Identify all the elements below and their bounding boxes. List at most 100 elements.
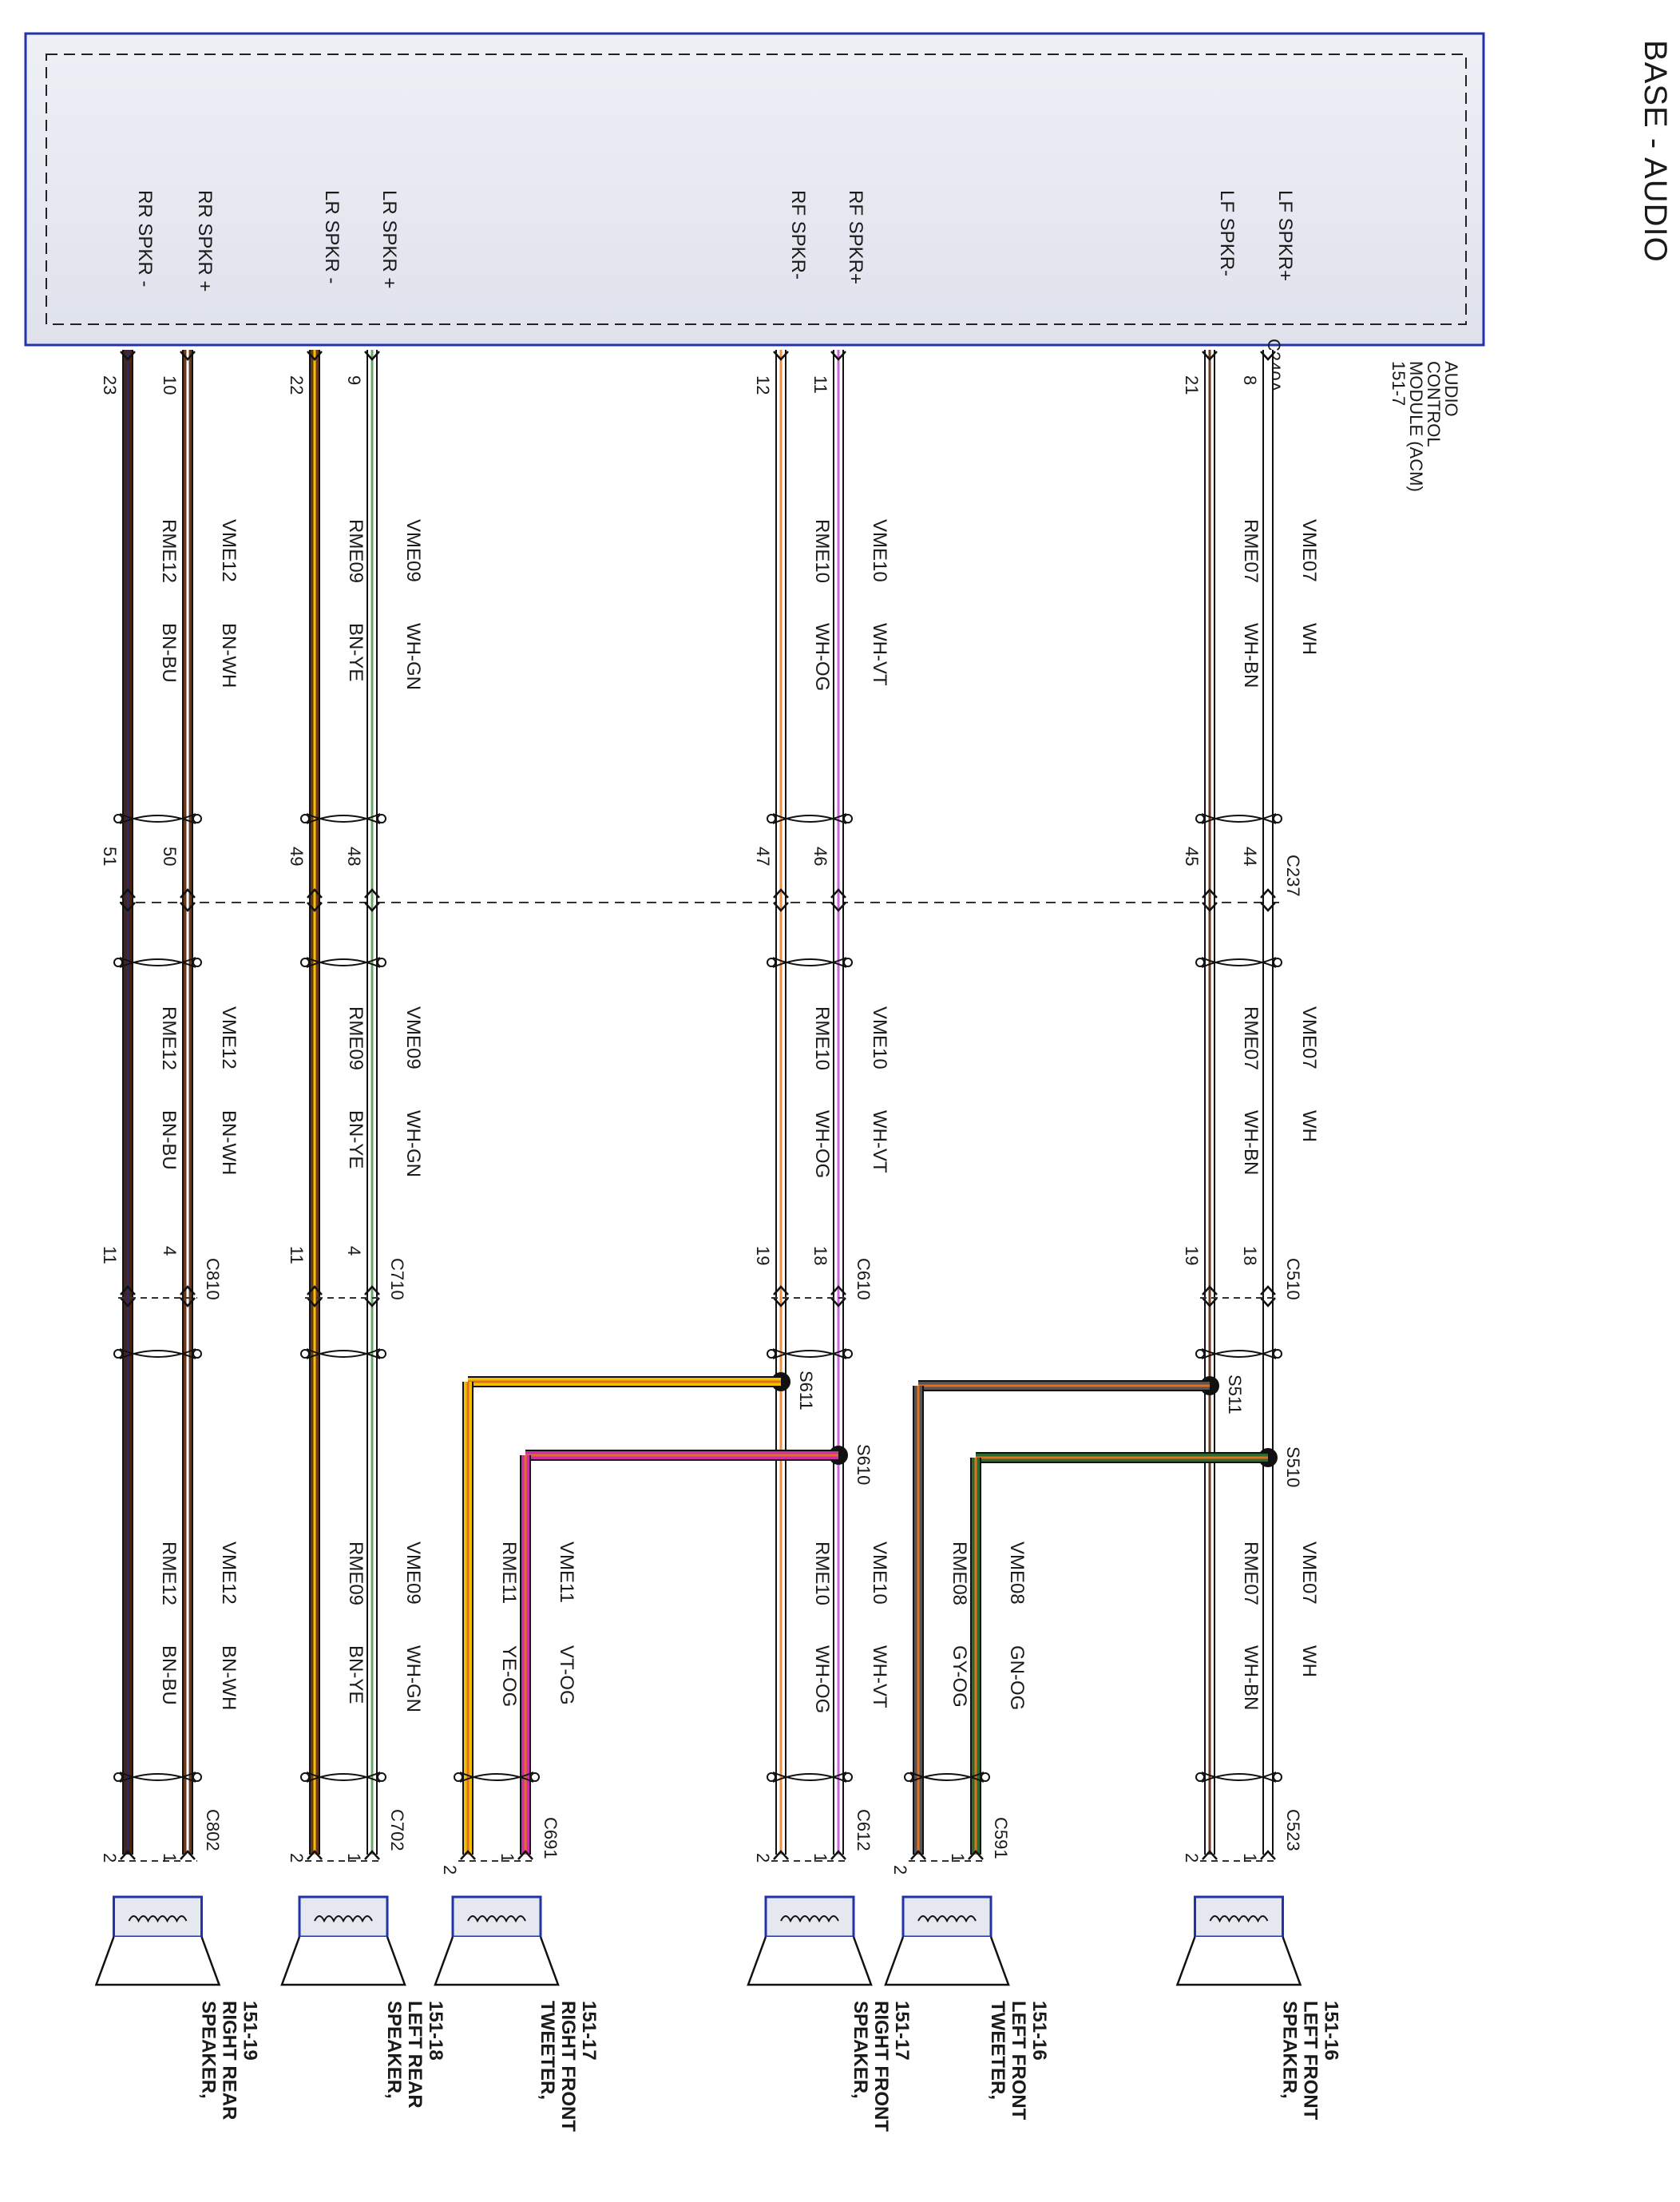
color-code-lf-plus-0: WH	[1298, 623, 1320, 655]
color-code-lf-minus-2: WH-BN	[1240, 1645, 1262, 1710]
twist-top-rr-plus	[113, 813, 202, 824]
tweeter-circuit-plus-tweeter-lf: VME08	[1006, 1541, 1028, 1605]
pin-arrow-conn-a-rf-plus	[830, 1285, 846, 1295]
module-body	[24, 32, 1485, 347]
acm-pin-label-lr-minus: LR SPKR -	[321, 190, 343, 284]
twist-spk-lr-plus-end-b	[377, 1772, 386, 1782]
color-code-rf-minus-1: WH-OG	[811, 1110, 833, 1178]
pin-arrow-acm-lr-plus	[364, 351, 380, 361]
tweeter-rf-coil	[467, 1915, 526, 1923]
circuit-id-rr-plus-1: VME12	[218, 1006, 240, 1069]
acm-pin-number-lf-plus: 8	[1240, 375, 1260, 385]
twist-low-lr-plus-b	[306, 1350, 381, 1359]
speaker-lr-label-line-0: SPEAKER,	[383, 2001, 405, 2099]
twist-top-lr-plus-b	[306, 815, 381, 824]
speaker-lr-label: SPEAKER,LEFT REAR151-18	[383, 2001, 446, 2109]
pin-arrow-c237-b-rr-plus	[180, 902, 196, 912]
color-code-lr-minus-0: BN-YE	[345, 623, 367, 681]
twist-low-lr-plus-end-a	[300, 1349, 310, 1359]
tweeter-rf-housing	[451, 1895, 542, 1938]
twist-spk-lr-plus-end-a	[300, 1772, 310, 1782]
tweeter-rf-label-line-2: 151-17	[578, 2001, 600, 2061]
color-code-lr-plus-2: WH-GN	[402, 1645, 424, 1712]
twist-low-lr-plus	[300, 1348, 386, 1359]
twist-mid-rf-plus-end-b	[843, 958, 853, 967]
speaker-lf-cone	[1175, 1936, 1302, 1986]
twist-spk-lf-plus-end-a	[1195, 1772, 1205, 1782]
twist-low-rr-plus-end-a	[113, 1349, 123, 1359]
twist-top-lr-plus-end-b	[377, 814, 386, 823]
spk-pin-rf-minus: 2	[753, 1853, 773, 1863]
module-label: AUDIO CONTROL MODULE (ACM) 151-7	[1389, 361, 1461, 497]
tweeter-lf-coil	[917, 1915, 977, 1923]
tweeter-rf-symbol	[434, 1895, 560, 1986]
twist-mid-lf-plus	[1195, 957, 1282, 968]
speaker-lr-housing	[298, 1895, 389, 1938]
twist-mid-rr-plus	[113, 957, 202, 968]
twist-low-rf-plus	[767, 1348, 853, 1359]
twist-spk-rr-plus-a	[119, 1772, 196, 1781]
c237-pin-lf-minus: 45	[1182, 847, 1202, 866]
twist-tweeter-lf	[904, 1772, 990, 1783]
acm-pin-number-lf-minus: 21	[1182, 375, 1202, 395]
pin-arrow-acm-rf-plus	[830, 351, 846, 361]
twist-low-lf-plus-b	[1201, 1350, 1277, 1359]
twist-tweeter-rf-end-b	[530, 1772, 540, 1782]
color-code-rr-plus-1: BN-WH	[218, 1110, 240, 1175]
twist-top-rf-plus-b	[772, 815, 847, 824]
color-code-lf-minus-1: WH-BN	[1240, 1110, 1262, 1175]
twist-low-rf-plus-a	[772, 1348, 847, 1358]
twist-mid-lr-plus-end-b	[377, 958, 386, 967]
twist-mid-rf-plus-end-a	[767, 958, 776, 967]
pin-arrow-c237-a-lr-minus	[307, 888, 323, 899]
tweeter-rf-cone	[434, 1936, 560, 1986]
speaker-lf-label-line-1: LEFT FRONT	[1300, 2001, 1321, 2121]
speaker-rr-label: SPEAKER,RIGHT REAR151-19	[198, 2001, 261, 2120]
pin-arrow-conn-a-rr-plus	[180, 1285, 196, 1295]
pin-arrow-c237-b-rf-plus	[830, 902, 846, 912]
color-code-rr-minus-2: BN-BU	[158, 1645, 180, 1705]
splice-label-rf-plus: S610	[854, 1444, 874, 1485]
circuit-id-lr-plus-0: VME09	[402, 519, 424, 582]
spk-pin-lr-plus: 1	[344, 1853, 364, 1863]
pin-arrow-spk-lf-plus	[1260, 1850, 1276, 1860]
c237-pin-lr-minus: 49	[287, 847, 307, 866]
twist-top-rr-plus-end-b	[192, 814, 202, 823]
circuit-id-rr-plus-0: VME12	[218, 519, 240, 582]
pin-arrow-c237-b-lf-plus	[1260, 902, 1276, 912]
pin-arrow-acm-lf-minus	[1202, 351, 1218, 361]
pin-arrow-c237-a-rf-minus	[773, 888, 789, 899]
color-code-lf-plus-1: WH	[1298, 1110, 1320, 1142]
color-code-rr-plus-0: BN-WH	[218, 623, 240, 688]
splice-label-lf-plus: S510	[1283, 1446, 1303, 1487]
twist-mid-rf-plus-b	[772, 958, 847, 968]
pin-arrow-c237-a-rr-plus	[180, 888, 196, 899]
twist-mid-lr-plus	[300, 957, 386, 968]
tweeter-pin-minus-tweeter-lf: 2	[890, 1865, 910, 1875]
pin-arrow-minus-tweeter-rf	[460, 1850, 476, 1860]
twist-mid-rr-plus-a	[119, 957, 196, 966]
speaker-rf-cone	[747, 1936, 873, 1986]
color-code-rr-plus-2: BN-WH	[218, 1645, 240, 1710]
twist-mid-lr-plus-a	[306, 957, 381, 966]
tweeter-color-plus-tweeter-lf: GN-OG	[1006, 1645, 1028, 1710]
conn-pin-rr-minus: 11	[100, 1246, 120, 1264]
twist-top-lf-plus-a	[1201, 813, 1277, 823]
tweeter-color-minus-tweeter-rf: YE-OG	[498, 1645, 520, 1707]
twist-mid-rf-plus	[767, 957, 853, 968]
tweeter-lf-label: TWEETER,LEFT FRONT151-16	[987, 2001, 1050, 2121]
color-code-lr-plus-0: WH-GN	[402, 623, 424, 690]
splice-label-lf-minus: S511	[1225, 1375, 1245, 1414]
twist-mid-rr-plus-end-a	[113, 958, 123, 967]
twist-tweeter-rf-end-a	[454, 1772, 463, 1782]
components-layer	[94, 1895, 1302, 1986]
twist-low-lf-plus	[1195, 1348, 1282, 1359]
speaker-lf-label-line-2: 151-16	[1321, 2001, 1342, 2061]
tweeter-circuit-plus-tweeter-rf: VME11	[556, 1541, 577, 1603]
color-code-lf-minus-0: WH-BN	[1240, 623, 1262, 688]
conn-name-lr-plus: C710	[387, 1258, 407, 1300]
color-code-rf-plus-1: WH-VT	[869, 1110, 890, 1173]
tweeter-circuit-minus-tweeter-lf: RME08	[949, 1541, 970, 1605]
pin-arrow-c237-b-lr-plus	[364, 902, 380, 912]
